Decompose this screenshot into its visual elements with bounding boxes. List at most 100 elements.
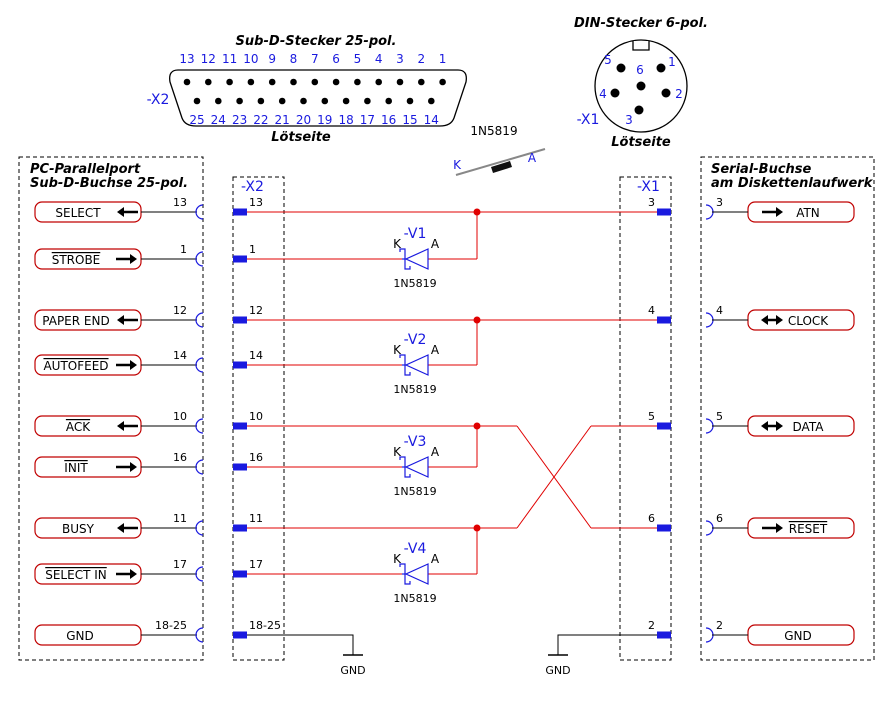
diode-ref: -V2 — [404, 332, 427, 348]
left-signal-label: GND — [66, 629, 94, 643]
x1-connector-frame — [619, 176, 672, 661]
subd-pin-dot — [236, 97, 243, 105]
arrow-bidirectional-icon — [761, 421, 783, 431]
diode-k-label: K — [393, 552, 402, 566]
subd-pin-number: 12 — [201, 52, 216, 66]
x1-pin-number: 3 — [648, 196, 655, 209]
subd-pin-dot — [193, 97, 201, 105]
diode-a-label: A — [431, 552, 440, 566]
diode-part: 1N5819 — [393, 277, 436, 290]
x2-pin: 11 — [233, 512, 263, 532]
x1-pin: 3 — [648, 196, 671, 216]
subd-pin-dot — [342, 97, 350, 105]
subd-pin-dot — [375, 78, 383, 86]
subd-pin-dot — [321, 97, 329, 105]
din-pin-dot — [636, 81, 646, 91]
subd-pin-dot — [300, 97, 307, 105]
din-pin-number: 6 — [636, 63, 644, 77]
socket-contact-icon — [195, 418, 204, 434]
socket-contact-icon — [195, 204, 204, 220]
x2-pin-number: 14 — [249, 349, 263, 362]
arrow-right-icon — [762, 523, 783, 533]
x2-pin: 16 — [233, 451, 263, 471]
left-pin-number: 1 — [180, 243, 187, 256]
diode-part: 1N5819 — [393, 485, 436, 498]
x1-pin-number: 2 — [648, 619, 655, 632]
diode-a-label: A — [431, 445, 440, 459]
arrow-right-icon — [762, 207, 783, 217]
subd-pin-number: 8 — [290, 52, 298, 66]
gnd-left-label: GND — [340, 664, 365, 677]
subd-side-label: Lötseite — [271, 130, 331, 145]
subd-pin-number: 4 — [375, 52, 383, 66]
subd-pin-number: 11 — [222, 52, 237, 66]
right-pin-number: 5 — [716, 410, 723, 423]
subd-pin-dot — [364, 97, 371, 105]
subd-pin-dot — [247, 78, 255, 86]
x2-pin-number: 1 — [249, 243, 256, 256]
subd-pin-dot — [418, 78, 425, 86]
left-pin-number: 13 — [173, 196, 187, 209]
x2-pin-number: 17 — [249, 558, 263, 571]
diode-legend-k: K — [453, 158, 462, 172]
x1-ref-label: -X1 — [637, 179, 660, 195]
diode-a-label: A — [431, 237, 440, 251]
left-pin-number: 11 — [173, 512, 187, 525]
right-signal-label: ATN — [796, 206, 820, 220]
diode-k-label: K — [393, 445, 402, 459]
x1-pin-number: 5 — [648, 410, 655, 423]
subd-pin-dot — [311, 78, 319, 86]
subd-pin-number: 19 — [317, 113, 332, 127]
arrow-right-icon — [116, 569, 137, 579]
din-pin-dot — [656, 63, 666, 73]
left-pin-number: 12 — [173, 304, 187, 317]
subd-pin-number: 25 — [189, 113, 204, 127]
subd-pin-dot — [278, 97, 286, 105]
subd-pin-number: 18 — [338, 113, 353, 127]
right-pin-number: 3 — [716, 196, 723, 209]
arrow-right-icon — [116, 254, 137, 264]
subd-pin-number: 5 — [354, 52, 362, 66]
subd-pin-dot — [354, 78, 361, 86]
x1-pin: 5 — [648, 410, 671, 430]
subd-pin-dot — [428, 97, 435, 105]
arrow-left-icon — [117, 421, 138, 431]
arrow-bidirectional-icon — [761, 315, 783, 325]
subd-pin-dot — [439, 78, 446, 86]
x1-pin: 4 — [648, 304, 671, 324]
left-pin-number: 18-25 — [155, 619, 187, 632]
right-signal-label: CLOCK — [788, 314, 829, 328]
left-block-title-2: Sub-D-Buchse 25-pol. — [30, 176, 188, 191]
socket-contact-icon — [195, 251, 204, 267]
diode-ref: -V1 — [404, 226, 427, 242]
x2-pin: 1 — [233, 243, 256, 263]
subd-pin-dot — [396, 78, 404, 86]
diode-legend-part: 1N5819 — [470, 124, 517, 138]
x2-pin: 10 — [233, 410, 263, 430]
subd-pin-dot — [215, 97, 222, 105]
subd-pin-number: 10 — [243, 52, 258, 66]
din-pin-dot — [616, 63, 626, 73]
x2-pin-number: 13 — [249, 196, 263, 209]
diode-part: 1N5819 — [393, 383, 436, 396]
socket-contact-icon — [195, 312, 204, 328]
din-title: DIN-Stecker 6-pol. — [574, 16, 708, 31]
x2-pin-number: 18-25 — [249, 619, 281, 632]
x2-pin: 12 — [233, 304, 263, 324]
wiring — [246, 208, 657, 656]
subd-pin-dot — [257, 97, 265, 105]
x2-ref-label: -X2 — [241, 179, 264, 195]
arrow-right-icon — [116, 462, 137, 472]
